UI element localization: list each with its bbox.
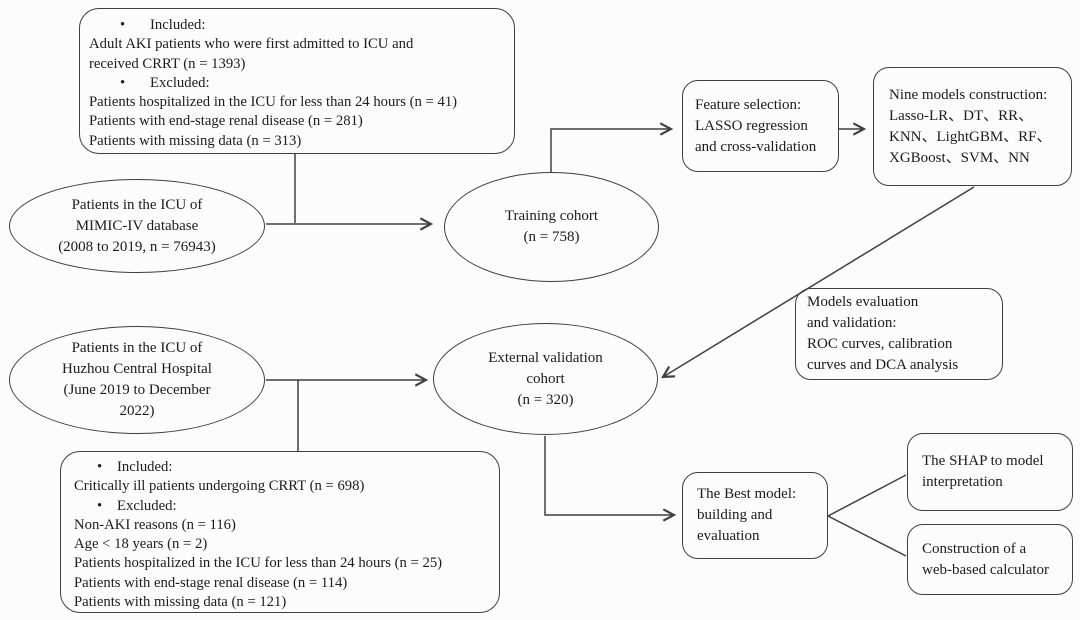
huzhou-included-label: • Included: [74,458,495,477]
huzhou-excluded-item: Patients with end-stage renal disease (n… [74,574,348,591]
excluded-label-text: Excluded: [117,497,177,514]
mimic-source-ellipse: Patients in the ICU of MIMIC-IV database… [9,179,265,273]
mimic-excluded-item: Patients hospitalized in the ICU for les… [89,94,458,111]
huzhou-excluded-item: Non-AKI reasons (n = 116) [74,516,236,533]
huzhou-included-item: Critically ill patients undergoing CRRT … [74,478,365,495]
training-cohort-ellipse: Training cohort (n = 758) [444,172,659,282]
mimic-excluded-label: • Excluded: [89,74,510,93]
mimic-included-label: • Included: [89,16,510,35]
best-model-box: The Best model: building and evaluation [682,472,828,559]
huzhou-excluded-label: • Excluded: [74,497,495,516]
included-label-text: Included: [117,459,173,475]
external-cohort-ellipse: External validation cohort (n = 320) [433,323,658,435]
bullet-icon: • [97,497,103,514]
bullet-icon: • [120,17,126,33]
nine-models-box: Nine models construction: Lasso-LR、DT、RR… [873,67,1072,186]
bullet-icon: • [120,74,126,91]
excluded-label-text: Excluded: [150,74,210,91]
huzhou-source-ellipse: Patients in the ICU of Huzhou Central Ho… [9,326,265,434]
mimic-criteria-box: • Included: Adult AKI patients who were … [79,8,515,154]
models-evaluation-box: Models evaluation and validation: ROC cu… [795,288,1003,380]
huzhou-excluded-item: Patients hospitalized in the ICU for les… [74,555,443,572]
arrow-external-to-best-model [544,436,674,515]
mimic-included-item: Adult AKI patients who were first admitt… [89,36,414,72]
web-calculator-box: Construction of a web-based calculator [907,524,1073,595]
huzhou-criteria-box: • Included: Critically ill patients unde… [60,451,500,613]
shap-box: The SHAP to model interpretation [907,433,1073,511]
connector-best-to-webcalc [827,515,907,557]
huzhou-excluded-item: Age < 18 years (n = 2) [74,536,208,553]
mimic-excluded-item: Patients with missing data (n = 313) [89,132,302,149]
included-label-text: Included: [150,17,206,33]
connector-best-to-shap [827,474,907,517]
arrow-training-to-feature-selection [550,129,671,172]
huzhou-excluded-item: Patients with missing data (n = 121) [74,594,287,611]
mimic-excluded-item: Patients with end-stage renal disease (n… [89,113,363,130]
feature-selection-box: Feature selection: LASSO regression and … [682,80,839,172]
bullet-icon: • [97,459,103,475]
